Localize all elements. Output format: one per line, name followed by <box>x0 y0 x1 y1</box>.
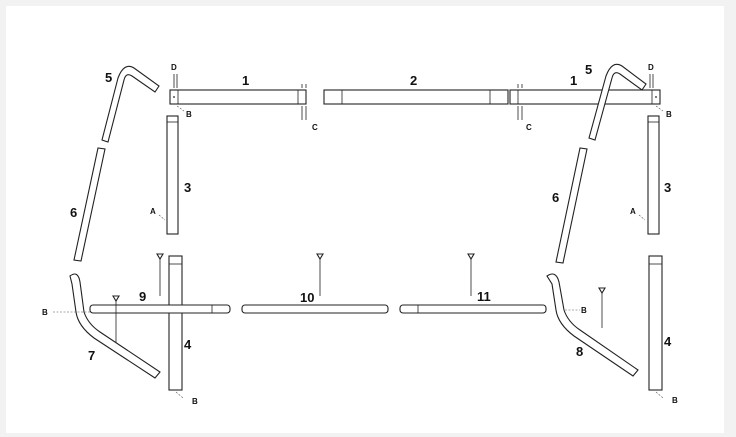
label-part-6-right: 6 <box>552 190 559 205</box>
part-1-right-rail <box>509 89 661 105</box>
label-part-4-left: 4 <box>184 337 192 352</box>
part-2-center-rail <box>323 89 509 105</box>
screw-part-10 <box>316 253 324 296</box>
part-7-curved-tube <box>69 273 161 379</box>
part-6-right-tube <box>555 147 588 264</box>
label-part-7: 7 <box>88 348 95 363</box>
label-d-right: D <box>648 63 654 72</box>
assembly-diagram: 1 2 1 5 5 3 3 6 6 9 10 11 7 8 4 4 D D B … <box>6 6 724 433</box>
part-5-right-bend <box>588 63 647 141</box>
screw-right <box>598 287 606 328</box>
label-a-left: A <box>150 207 156 216</box>
part-3-left-post <box>166 115 179 235</box>
part-4-left-post <box>168 255 183 391</box>
bolt-c-left <box>301 84 307 120</box>
screw-left <box>156 253 164 296</box>
bolt-c-right <box>517 84 523 120</box>
label-b-bottom-left: B <box>192 397 198 406</box>
part-10-base-tube <box>241 304 389 314</box>
label-b-top-right: B <box>666 110 672 119</box>
label-part-5-right: 5 <box>585 62 592 77</box>
exploded-view: 1 2 1 5 5 3 3 6 6 9 10 11 7 8 4 4 D D B … <box>42 62 678 406</box>
label-part-4-right: 4 <box>664 334 672 349</box>
label-part-10: 10 <box>300 290 314 305</box>
label-b-mid-left: B <box>42 308 48 317</box>
label-part-6-left: 6 <box>70 205 77 220</box>
label-part-3-left: 3 <box>184 180 191 195</box>
bolt-d-right <box>649 74 654 88</box>
part-11-base-tube <box>399 304 547 314</box>
screw-part-11 <box>467 253 475 296</box>
part-9-base-tube <box>89 304 231 314</box>
label-b-mid-right: B <box>581 306 587 315</box>
label-part-9: 9 <box>139 289 146 304</box>
label-part-5-left: 5 <box>105 70 112 85</box>
part-3-right-post <box>647 115 660 235</box>
bolt-d-left <box>173 74 178 88</box>
label-a-right: A <box>630 207 636 216</box>
label-part-1-right: 1 <box>570 73 577 88</box>
label-b-bottom-right: B <box>672 396 678 405</box>
label-part-11: 11 <box>477 289 491 304</box>
label-b-top-left: B <box>186 110 192 119</box>
part-5-left-bend <box>101 65 160 143</box>
label-c-right: C <box>526 123 532 132</box>
label-part-3-right: 3 <box>664 180 671 195</box>
label-d-left: D <box>171 63 177 72</box>
label-part-8: 8 <box>576 344 583 359</box>
part-1-left-rail <box>169 89 307 105</box>
part-8-curved-tube <box>546 273 639 377</box>
label-c-left: C <box>312 123 318 132</box>
part-4-right-post <box>648 255 663 391</box>
label-part-1-left: 1 <box>242 73 249 88</box>
part-6-left-tube <box>73 147 106 262</box>
label-part-2: 2 <box>410 73 417 88</box>
